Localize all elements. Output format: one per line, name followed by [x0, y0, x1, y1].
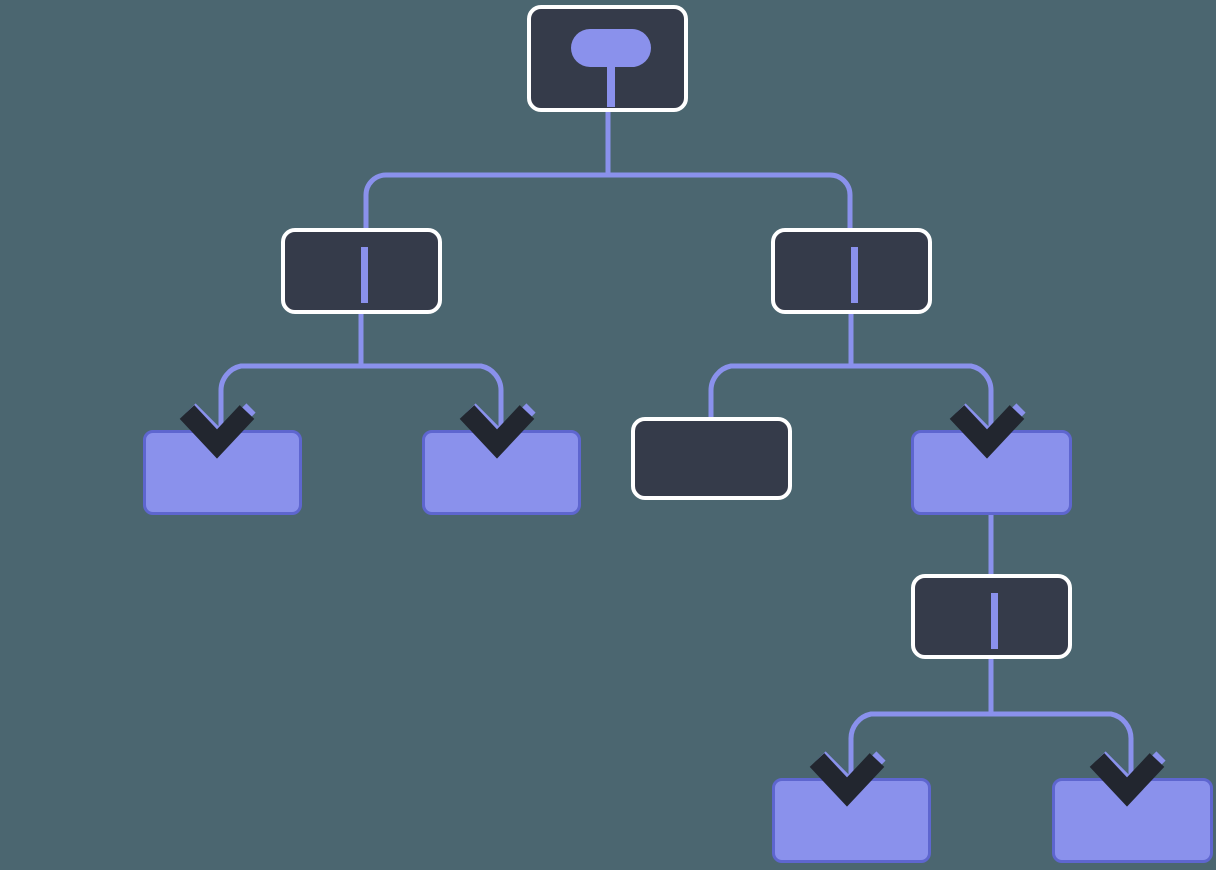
root-pill-stem	[607, 61, 615, 107]
edge-node-e-to-leaf-g[interactable]	[991, 711, 1134, 786]
branch-node-left[interactable]	[281, 228, 442, 314]
edge-left-to-leaf-a[interactable]	[218, 314, 364, 438]
root-pill-marker	[571, 29, 651, 67]
branch-node-right[interactable]	[771, 228, 932, 314]
terminal-node-dark[interactable]	[631, 417, 792, 500]
leaf-node-d[interactable]	[911, 430, 1072, 515]
leaf-node-b[interactable]	[422, 430, 581, 515]
node-bar-right	[851, 247, 858, 303]
node-bar-left	[361, 247, 368, 303]
edge-right-to-leaf-d[interactable]	[851, 363, 994, 438]
leaf-node-g[interactable]	[1052, 778, 1213, 863]
leaf-node-a[interactable]	[143, 430, 302, 515]
node-bar-lower	[991, 593, 998, 649]
edge-node-e-to-leaf-f[interactable]	[848, 659, 994, 786]
edge-root-to-left[interactable]	[363, 112, 611, 228]
edge-left-to-leaf-b[interactable]	[361, 363, 504, 438]
edge-right-to-node-c[interactable]	[708, 314, 854, 417]
root-node[interactable]	[527, 5, 688, 112]
branch-node-lower[interactable]	[911, 574, 1072, 659]
edge-root-to-right[interactable]	[608, 172, 853, 228]
leaf-node-f[interactable]	[772, 778, 931, 863]
